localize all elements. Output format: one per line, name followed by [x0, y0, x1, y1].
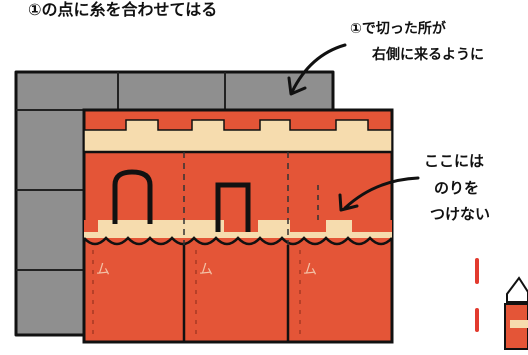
red-notch — [290, 220, 326, 232]
scallop-line — [83, 236, 393, 246]
red-notch — [224, 220, 258, 232]
arch-motif — [112, 169, 153, 224]
panel-mark: ム — [199, 262, 213, 278]
red-notch — [352, 220, 392, 232]
cut-note-line2: 右側に来るように — [372, 47, 484, 63]
top-caption: ①の点に糸を合わせてはる — [28, 0, 218, 19]
small-cream-piece — [510, 320, 528, 328]
cream-band-top — [83, 119, 393, 153]
cut-note-line1: ①で切った所が — [350, 21, 446, 37]
arrow-glue — [343, 176, 420, 210]
arrow-cut — [290, 43, 347, 94]
panel-mark: ム — [96, 262, 110, 278]
arrow-glue-head — [338, 193, 359, 212]
panel-mark: ム — [303, 262, 317, 278]
red-notch — [84, 220, 98, 232]
arrow-cut-head — [287, 76, 307, 96]
glue-note-line3: つけない — [430, 205, 491, 223]
step-motif — [215, 182, 251, 232]
glue-note-line2: のりを — [434, 179, 480, 197]
glue-note-line1: ここには — [424, 152, 485, 170]
small-house-outline — [506, 276, 528, 303]
